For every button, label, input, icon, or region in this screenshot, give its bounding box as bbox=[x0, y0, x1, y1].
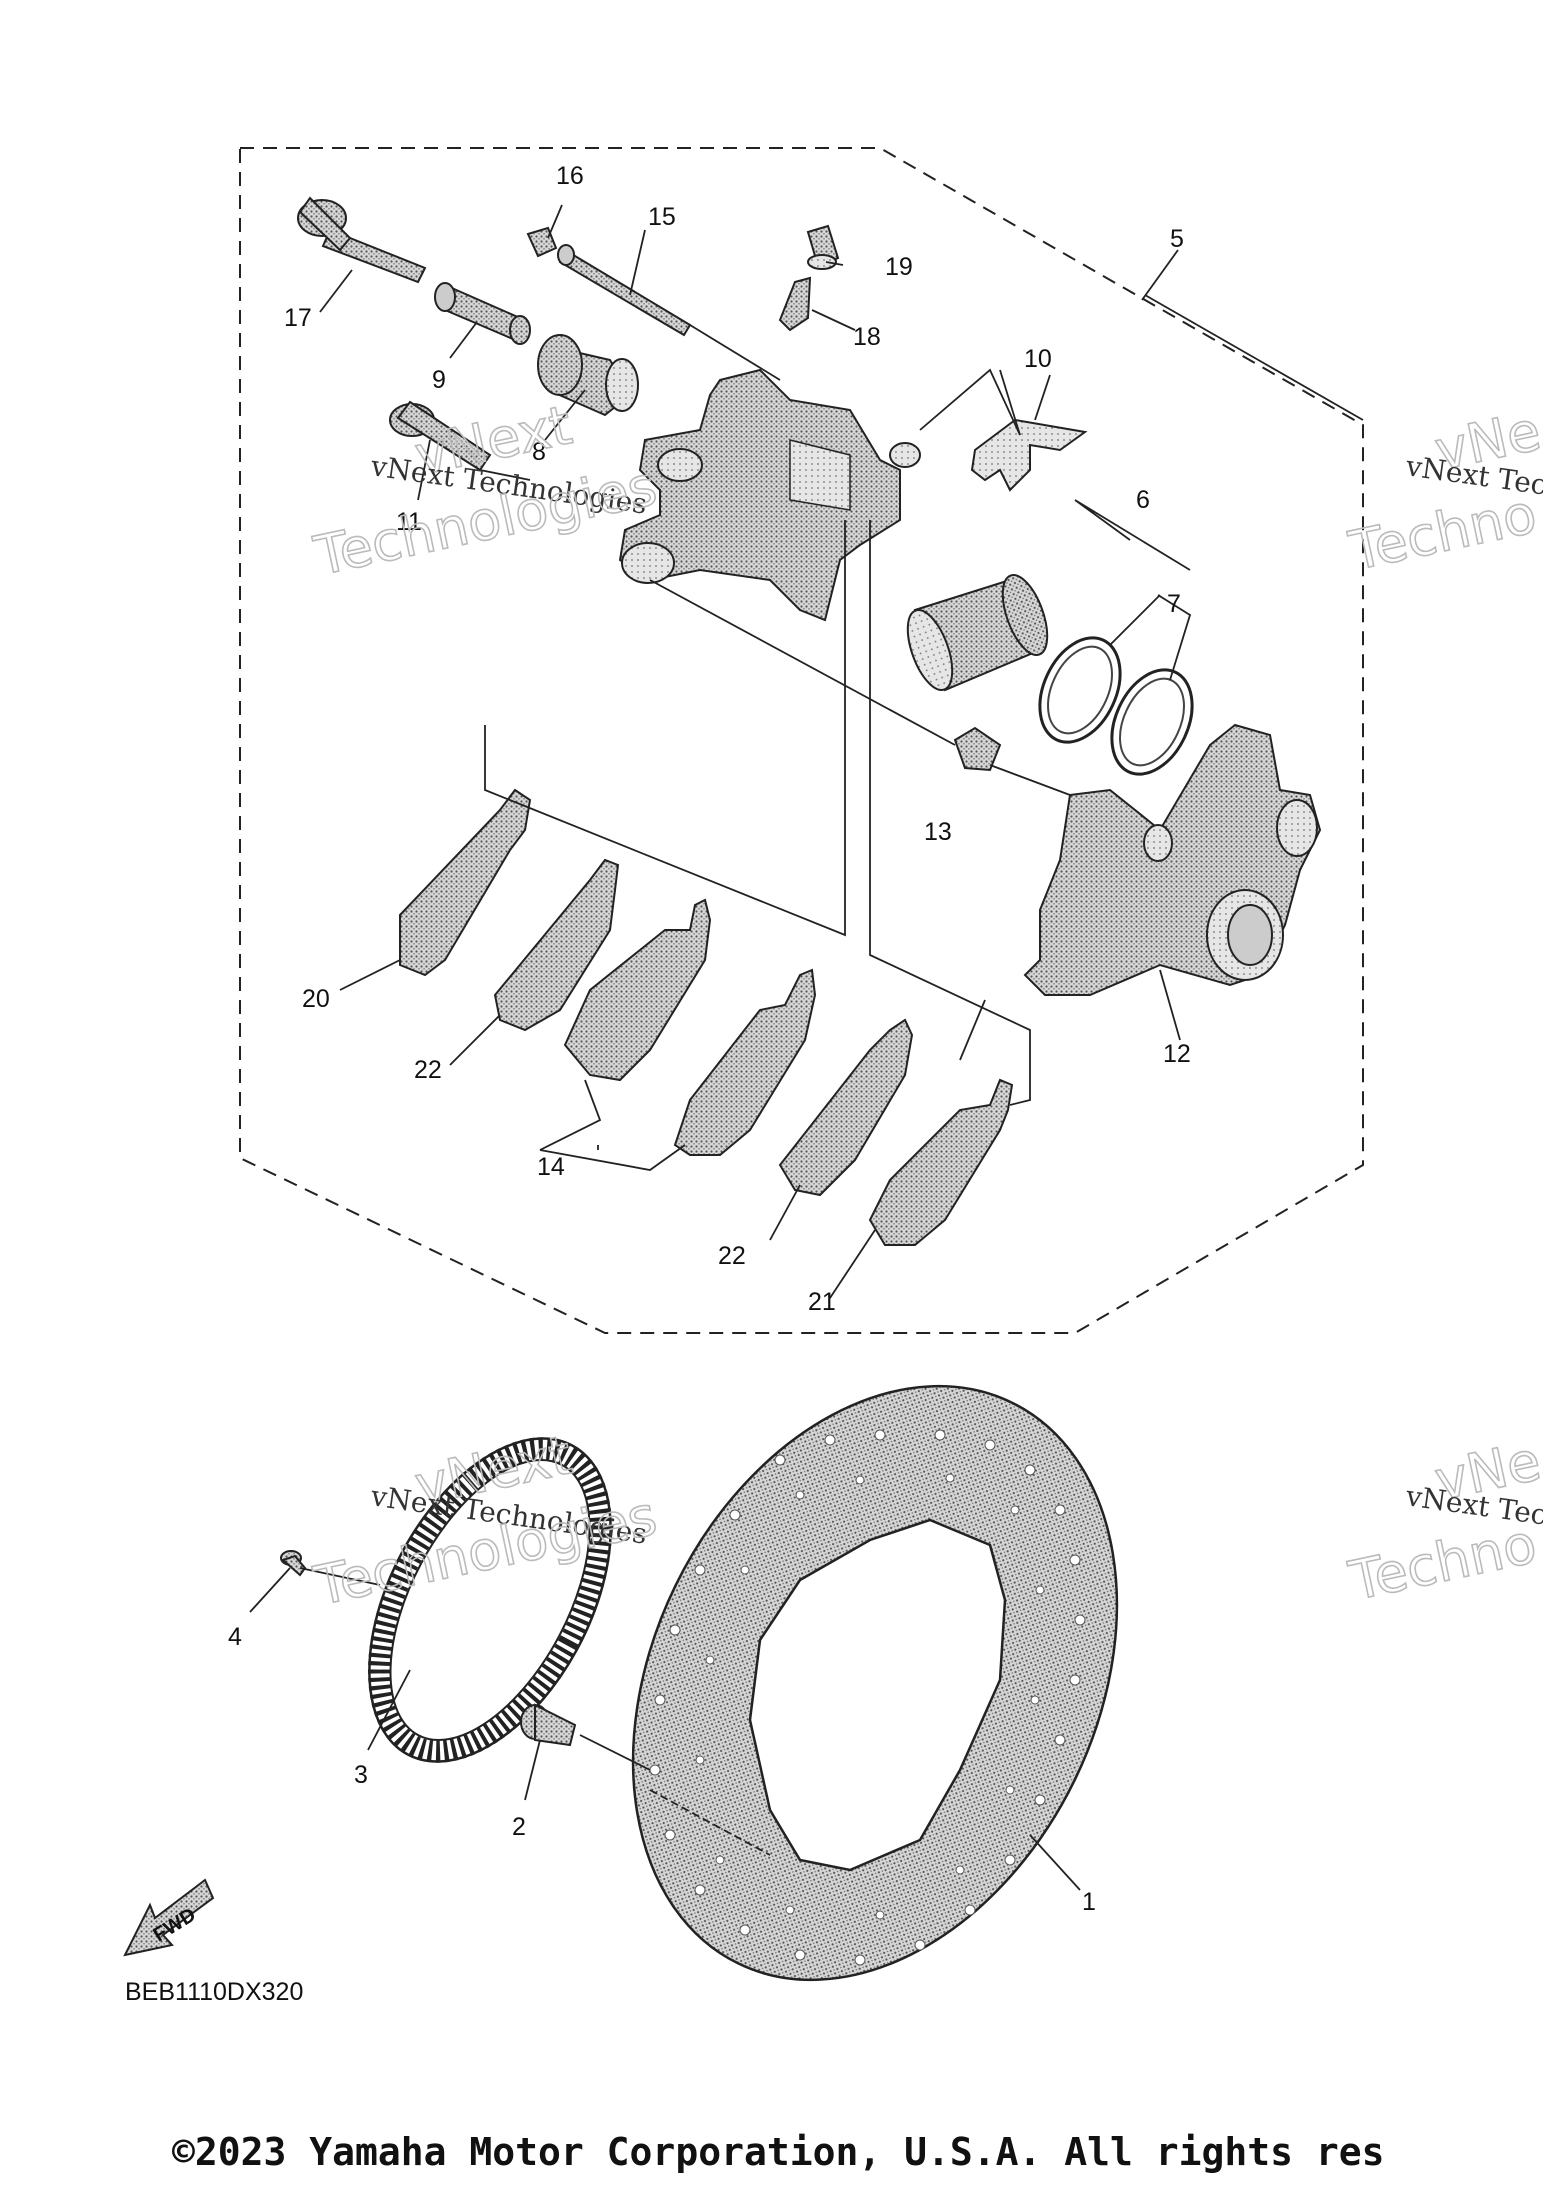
part-15-pin[interactable] bbox=[557, 244, 692, 337]
part-18-bleeder[interactable] bbox=[778, 276, 812, 332]
part-4-screw[interactable] bbox=[280, 1550, 307, 1577]
leader-lines bbox=[249, 204, 1364, 1891]
callout-7: 7 bbox=[1167, 590, 1181, 618]
callout-1: 1 bbox=[1082, 1888, 1096, 1916]
watermark-top-left: vNext vNext Technologies Technologies bbox=[308, 392, 663, 588]
part-9-sleeve[interactable] bbox=[434, 282, 531, 345]
callout-2: 2 bbox=[512, 1813, 526, 1841]
callout-22b: 22 bbox=[718, 1242, 746, 1270]
part-2-bolt[interactable] bbox=[520, 1703, 577, 1747]
part-14-pad-b[interactable] bbox=[673, 968, 817, 1156]
callout-14: 14 bbox=[537, 1153, 565, 1181]
callout-20: 20 bbox=[302, 985, 330, 1013]
callout-11: 11 bbox=[396, 508, 422, 536]
part-22-shim-a[interactable] bbox=[493, 858, 620, 1032]
fwd-arrow-icon: FWD bbox=[123, 1878, 215, 1957]
caliper-assembly-boundary bbox=[239, 147, 1364, 1334]
part-12-bracket[interactable] bbox=[1023, 723, 1322, 996]
callout-12: 12 bbox=[1163, 1040, 1191, 1068]
part-22-shim-b[interactable] bbox=[778, 1018, 914, 1197]
watermark-edge-big-bottom: Techno bbox=[1344, 482, 1542, 583]
part-10-clip[interactable] bbox=[970, 418, 1088, 492]
watermark-edge-big-bottom-2: Techno bbox=[1344, 1512, 1542, 1613]
part-21-shim[interactable] bbox=[868, 1078, 1014, 1246]
watermark-top-right: vNe vNext Tec Techno bbox=[1343, 398, 1543, 583]
watermark-bottom-left: vNext vNext Technologies Technologies bbox=[308, 1422, 663, 1618]
part-7-seal-a[interactable] bbox=[1024, 625, 1136, 755]
part-11-bolt[interactable] bbox=[389, 400, 492, 472]
part-7-seal-b[interactable] bbox=[1096, 657, 1208, 787]
callout-15: 15 bbox=[648, 203, 676, 231]
callout-21: 21 bbox=[808, 1288, 836, 1316]
part-17-bolt[interactable] bbox=[297, 196, 427, 284]
part-19-cap[interactable] bbox=[806, 224, 840, 270]
caliper-body[interactable] bbox=[618, 368, 921, 622]
copyright-notice: ©2023 Yamaha Motor Corporation, U.S.A. A… bbox=[172, 2130, 1385, 2174]
callout-18: 18 bbox=[853, 323, 881, 351]
callout-6: 6 bbox=[1136, 486, 1150, 514]
callout-8: 8 bbox=[532, 438, 546, 466]
callout-4: 4 bbox=[228, 1623, 242, 1651]
part-3-sensor-ring[interactable] bbox=[320, 1399, 661, 1802]
part-6-piston[interactable] bbox=[899, 569, 1057, 695]
callout-9: 9 bbox=[432, 366, 446, 394]
part-8-boot[interactable] bbox=[537, 334, 639, 417]
part-20-shim[interactable] bbox=[399, 788, 532, 977]
callout-17: 17 bbox=[284, 304, 312, 332]
part-14-pad-a[interactable] bbox=[563, 898, 712, 1082]
part-16-nut[interactable] bbox=[526, 226, 558, 258]
callout-22a: 22 bbox=[414, 1056, 442, 1084]
callout-5: 5 bbox=[1170, 225, 1184, 253]
callout-10: 10 bbox=[1024, 345, 1052, 373]
watermark-bottom-right: vNe vNext Tec Techno bbox=[1343, 1428, 1543, 1613]
callout-13: 13 bbox=[924, 818, 952, 846]
part-1-brake-disc[interactable] bbox=[539, 1305, 1212, 2060]
diagram-code: BEB1110DX320 bbox=[125, 1978, 303, 2006]
callout-19: 19 bbox=[885, 253, 913, 281]
part-13-bushing[interactable] bbox=[953, 726, 1002, 772]
callout-3: 3 bbox=[354, 1761, 368, 1789]
callout-16: 16 bbox=[556, 162, 584, 190]
